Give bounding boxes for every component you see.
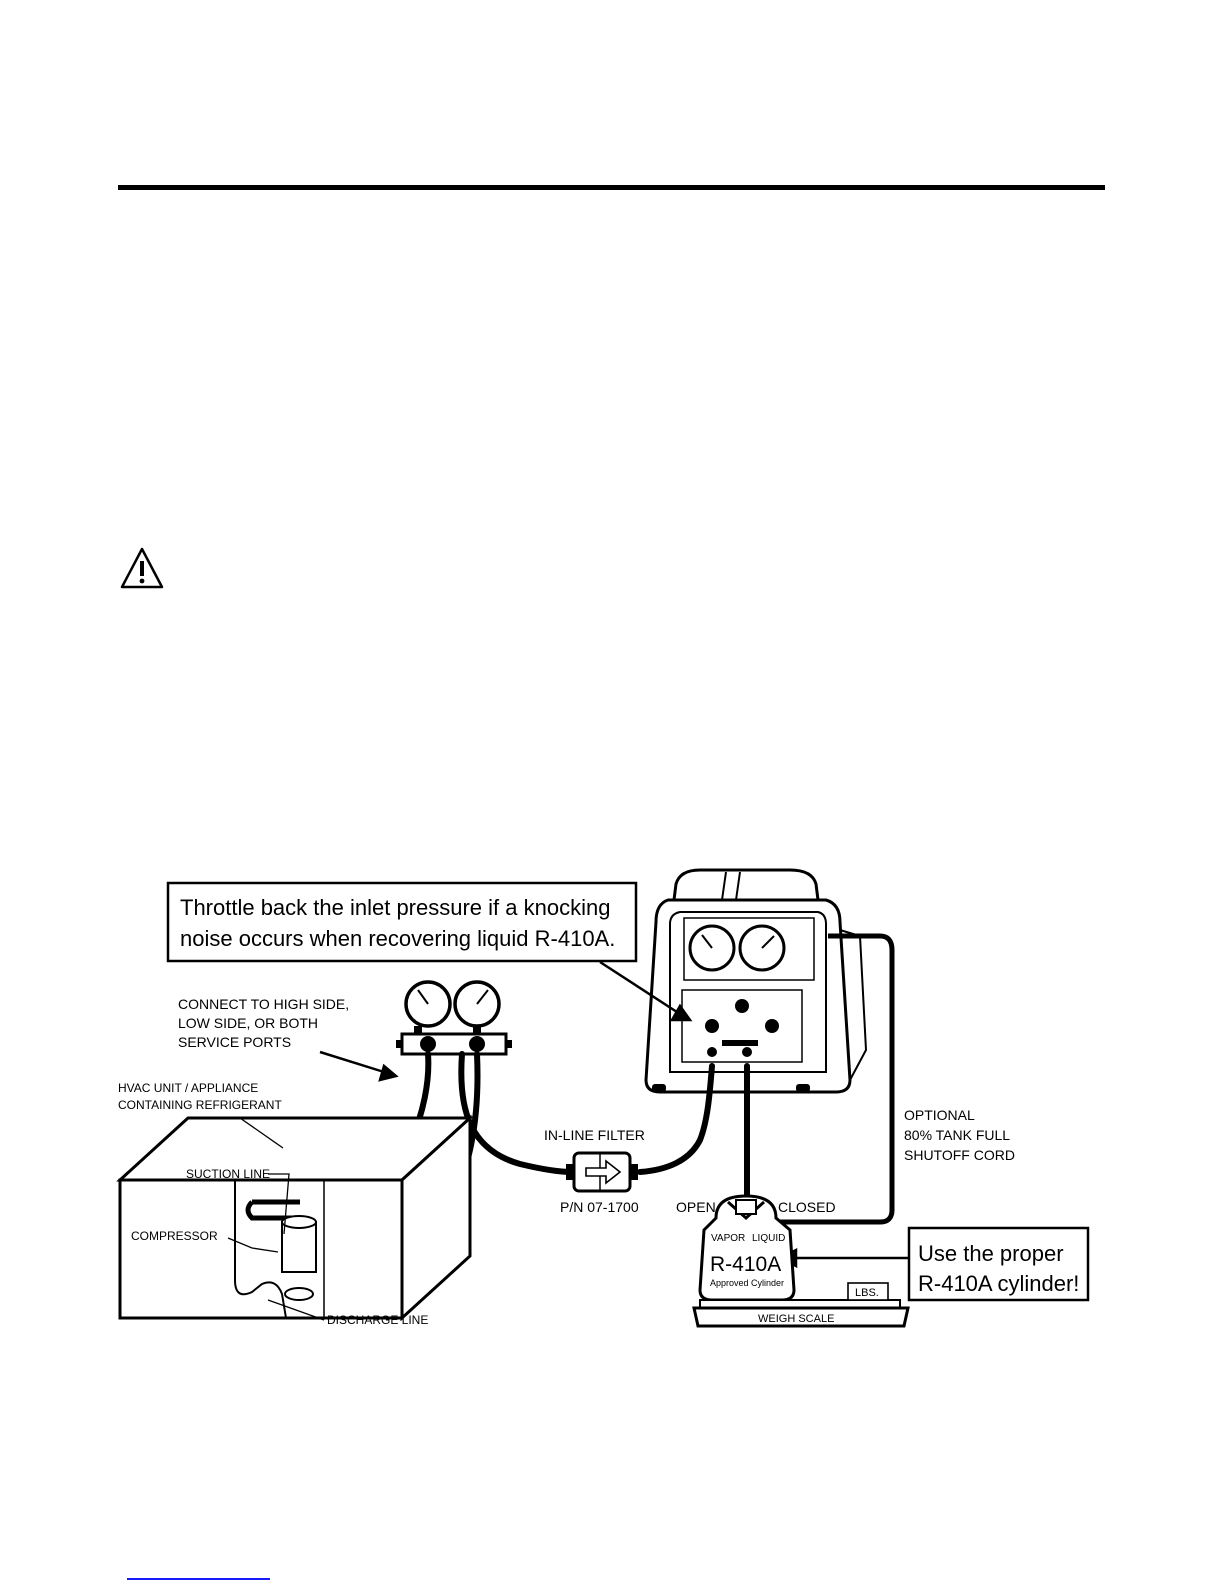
recovery-machine [644, 868, 868, 1094]
warning-icon [120, 547, 164, 589]
approved-cylinder-label: Approved Cylinder [710, 1278, 784, 1288]
weigh-scale [692, 1282, 910, 1328]
inline-filter [566, 1151, 638, 1193]
r410a-cylinder [698, 1194, 796, 1302]
closed-label: CLOSED [778, 1199, 836, 1215]
footer-link-underline[interactable] [127, 1578, 270, 1580]
cylinder-callout-box [907, 1226, 1090, 1302]
filter-part-number: P/N 07-1700 [560, 1199, 639, 1215]
connect-ports-line-2: LOW SIDE, OR BOTH [178, 1015, 318, 1031]
compressor-label: COMPRESSOR [131, 1229, 218, 1243]
optional-cord-line-3: SHUTOFF CORD [904, 1147, 1015, 1163]
shutoff-cord [770, 933, 895, 1225]
leader-lines [227, 1117, 325, 1321]
header-rule [118, 185, 1105, 190]
throttle-callout-box [166, 881, 638, 963]
connect-ports-line-3: SERVICE PORTS [178, 1034, 291, 1050]
cylinder-callout-line-2: R-410A cylinder! [918, 1271, 1079, 1296]
connect-ports-line-1: CONNECT TO HIGH SIDE, [178, 996, 349, 1012]
open-label: OPEN [676, 1199, 716, 1215]
liquid-label: LIQUID [752, 1233, 785, 1244]
hvac-unit-line-1: HVAC UNIT / APPLIANCE [118, 1081, 258, 1095]
manifold-gauge-set [396, 980, 512, 1056]
suction-line-label: SUCTION LINE [186, 1167, 270, 1181]
lbs-label: LBS. [855, 1287, 879, 1299]
discharge-line-label: DISCHARGE LINE [327, 1313, 428, 1327]
throttle-callout-line-1: Throttle back the inlet pressure if a kn… [180, 895, 610, 920]
optional-cord-line-1: OPTIONAL [904, 1107, 975, 1123]
throttle-callout-line-2: noise occurs when recovering liquid R-41… [180, 926, 615, 951]
vapor-label: VAPOR [711, 1233, 745, 1244]
optional-cord-line-2: 80% TANK FULL [904, 1127, 1010, 1143]
inline-filter-label: IN-LINE FILTER [544, 1127, 645, 1143]
refrigerant-label: R-410A [710, 1253, 781, 1276]
hvac-unit-line-2: CONTAINING REFRIGERANT [118, 1098, 282, 1112]
weigh-scale-label: WEIGH SCALE [758, 1313, 834, 1325]
cylinder-callout-line-1: Use the proper [918, 1241, 1064, 1266]
hvac-unit [116, 1114, 474, 1322]
